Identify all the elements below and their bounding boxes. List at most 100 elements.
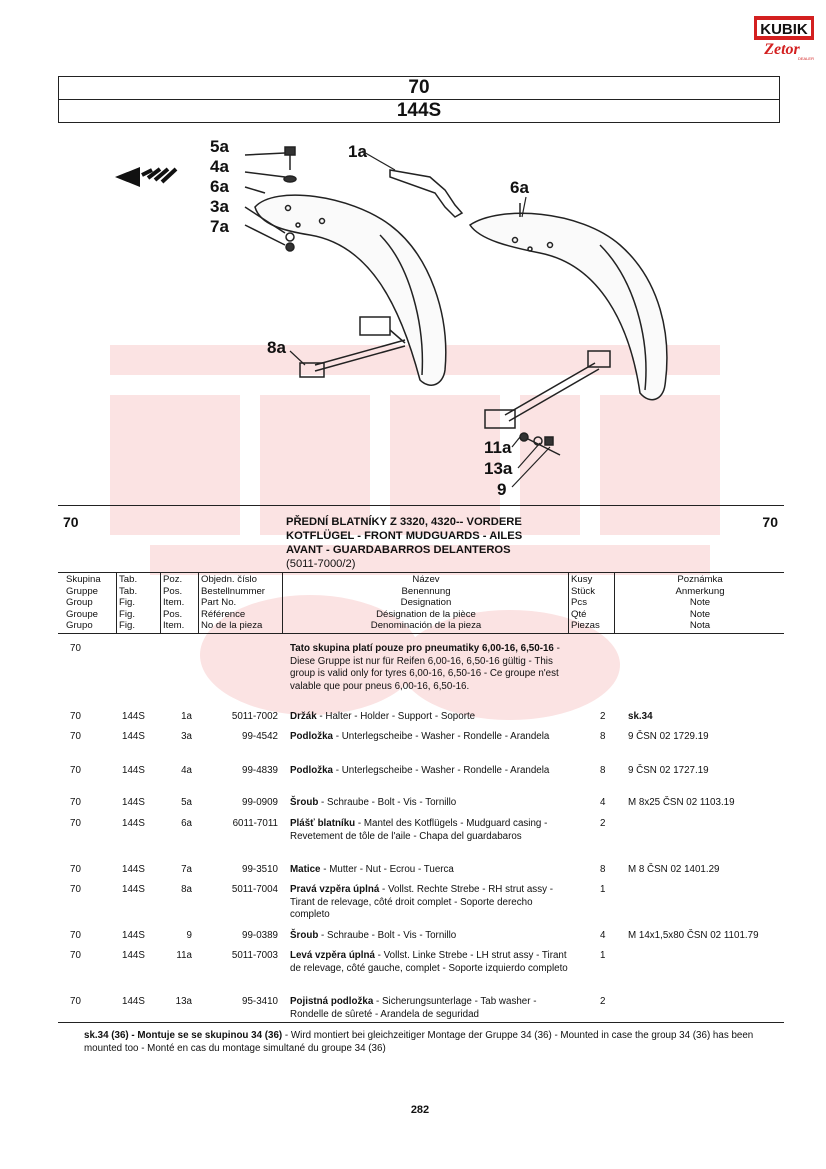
row-quantity: 4 <box>600 930 606 941</box>
row-group: 70 <box>70 818 81 829</box>
row-position: 4a <box>181 765 192 776</box>
callout-9: 9 <box>497 480 506 499</box>
callout-4a: 4a <box>210 157 229 176</box>
right-mudguard <box>468 203 668 401</box>
col-poz: Poz.Pos.Item.Pos.Item. <box>160 573 199 634</box>
row-position: 13a <box>175 996 192 1007</box>
row-table: 144S <box>122 765 145 776</box>
row-description: Šroub - Schraube - Bolt - Vis - Tornillo <box>290 797 457 808</box>
row-part-number: 99-4839 <box>242 765 278 776</box>
mudguard-exploded-diagram: 5a 4a 6a 3a 7a 1a 6a 8a 11a 13a 9 <box>115 137 668 499</box>
svg-text:KUBIK: KUBIK <box>760 21 808 38</box>
group-right: 70 <box>762 514 778 530</box>
row-quantity: 8 <box>600 731 606 742</box>
row-part-number: 5011-7002 <box>231 711 278 722</box>
svg-text:Zetor: Zetor <box>763 41 800 58</box>
row-part-number: 99-0909 <box>242 797 278 808</box>
row-group: 70 <box>70 765 81 776</box>
callout-1a: 1a <box>348 142 367 161</box>
group-left: 70 <box>63 514 79 530</box>
row-note: M 8x25 ČSN 02 1103.19 <box>628 797 735 808</box>
row-note: 9 ČSN 02 1729.19 <box>628 731 709 742</box>
callout-7a: 7a <box>210 217 229 236</box>
title-line: KOTFLÜGEL - FRONT MUDGUARDS - AILES <box>286 530 523 542</box>
row-note: sk.34 <box>628 711 653 722</box>
row-part-number: 5011-7004 <box>231 884 278 895</box>
intro-text: Tato skupina platí pouze pro pneumatiky … <box>290 643 560 692</box>
group-number-box: 70 <box>58 76 780 100</box>
row-description: Pojistná podložka - Sicherungsunterlage … <box>290 996 537 1020</box>
callout-11a: 11a <box>484 438 512 457</box>
row-table: 144S <box>122 950 145 961</box>
row-part-number: 5011-7003 <box>231 950 278 961</box>
callout-8a: 8a <box>267 338 286 357</box>
row-note: M 14x1,5x80 ČSN 02 1101.79 <box>628 930 759 941</box>
row-group: 70 <box>70 930 81 941</box>
row-quantity: 2 <box>600 996 606 1007</box>
row-quantity: 2 <box>600 818 606 829</box>
direction-arrow-icon <box>115 167 178 187</box>
section-title: PŘEDNÍ BLATNÍKY Z 3320, 4320-- VORDERE K… <box>286 515 522 571</box>
row-note: M 8 ČSN 02 1401.29 <box>628 864 720 875</box>
table-number-box: 144S <box>58 99 780 123</box>
callout-3a: 3a <box>210 197 229 216</box>
row-table: 144S <box>122 864 145 875</box>
left-strut <box>299 316 406 378</box>
left-fasteners <box>244 146 297 252</box>
title-line: AVANT - GUARDABARROS DELANTEROS <box>286 544 511 556</box>
row-table: 144S <box>122 818 145 829</box>
row-part-number: 99-0389 <box>242 930 278 941</box>
callout-5a: 5a <box>210 137 229 156</box>
row-position: 5a <box>181 797 192 808</box>
row-quantity: 8 <box>600 765 606 776</box>
row-position: 6a <box>181 818 192 829</box>
row-part-number: 6011-7011 <box>232 818 278 829</box>
row-table: 144S <box>122 930 145 941</box>
row-part-number: 95-3410 <box>242 996 278 1007</box>
row-description: Podložka - Unterlegscheibe - Washer - Ro… <box>290 765 550 776</box>
kubik-zetor-logo: KUBIK Zetor DEALER <box>754 16 814 61</box>
row-description: Podložka - Unterlegscheibe - Washer - Ro… <box>290 731 550 742</box>
row-table: 144S <box>122 884 145 895</box>
row-position: 3a <box>181 731 192 742</box>
footnote-divider <box>58 1022 784 1023</box>
row-description: Držák - Halter - Holder - Support - Sopo… <box>290 711 476 722</box>
row-position: 1a <box>181 711 192 722</box>
row-quantity: 1 <box>600 884 606 895</box>
row-description: Šroub - Schraube - Bolt - Vis - Tornillo <box>290 930 457 941</box>
row-group: 70 <box>70 950 81 961</box>
title-line: PŘEDNÍ BLATNÍKY Z 3320, 4320-- VORDERE <box>286 516 522 528</box>
row-position: 11a <box>176 950 192 961</box>
svg-text:DEALER: DEALER <box>798 56 814 61</box>
row-quantity: 8 <box>600 864 606 875</box>
row-quantity: 1 <box>600 950 606 961</box>
row-part-number: 99-3510 <box>242 864 278 875</box>
left-mudguard <box>254 194 447 386</box>
row-position: 8a <box>181 884 192 895</box>
right-strut <box>484 350 611 456</box>
row-group: 70 <box>70 996 81 1007</box>
callout-6a-right: 6a <box>510 178 529 197</box>
row-description: Pravá vzpěra úplná - Vollst. Rechte Stre… <box>290 884 553 921</box>
callout-6a-left: 6a <box>210 177 229 196</box>
row-part-number: 99-4542 <box>242 731 278 742</box>
row-table: 144S <box>122 711 145 722</box>
row-group: 70 <box>70 864 81 875</box>
page-number: 282 <box>410 1104 430 1116</box>
row-note: 9 ČSN 02 1727.19 <box>628 765 709 776</box>
row-table: 144S <box>122 996 145 1007</box>
holder-bracket <box>389 169 464 218</box>
row-group: 70 <box>70 797 81 808</box>
row-description: Matice - Mutter - Nut - Ecrou - Tuerca <box>290 864 454 875</box>
row-group: 70 <box>70 711 81 722</box>
row-description: Plášť blatníku - Mantel des Kotflügels -… <box>290 818 548 842</box>
title-line: (5011-7000/2) <box>286 558 356 570</box>
footnote: sk.34 (36) - Montuje se se skupinou 34 (… <box>84 1030 754 1054</box>
row-description: Levá vzpěra úplná - Vollst. Linke Strebe… <box>290 950 568 974</box>
